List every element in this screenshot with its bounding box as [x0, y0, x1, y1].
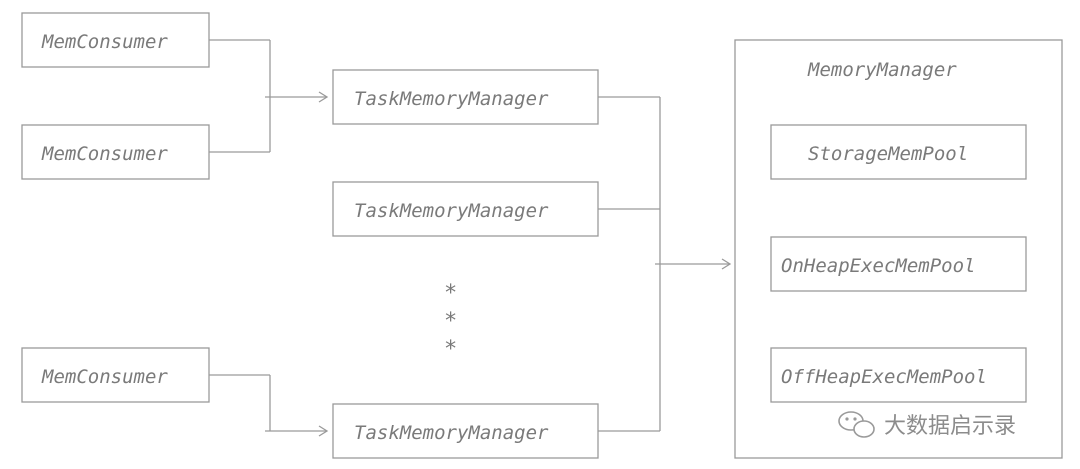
consumer-connectors-top	[209, 39, 329, 153]
task-manager-label-1: TaskMemoryManager	[354, 88, 549, 110]
memory-manager-box: MemoryManager	[734, 39, 1063, 459]
storage-pool-box: StorageMemPool	[770, 124, 1027, 180]
task-manager-box-1: TaskMemoryManager	[332, 69, 599, 125]
consumer-label-1: MemConsumer	[41, 31, 168, 53]
offheap-pool-box: OffHeapExecMemPool	[770, 347, 1027, 403]
task-manager-label-2: TaskMemoryManager	[354, 200, 549, 222]
consumer-box-2: MemConsumer	[21, 124, 210, 180]
consumer-label-2: MemConsumer	[41, 143, 168, 165]
consumer-box-3: MemConsumer	[21, 347, 210, 403]
watermark-text: 大数据启示录	[884, 414, 1016, 439]
task-manager-box-3: TaskMemoryManager	[332, 403, 599, 459]
storage-pool-label: StorageMemPool	[808, 143, 968, 165]
ellipsis-star-1: *	[444, 281, 457, 306]
onheap-pool-label: OnHeapExecMemPool	[781, 255, 975, 277]
consumer-box-1: MemConsumer	[21, 12, 210, 68]
wechat-icon	[838, 411, 875, 438]
offheap-pool-label: OffHeapExecMemPool	[781, 366, 987, 388]
consumer-connectors-bottom	[209, 374, 329, 437]
task-manager-bus	[598, 96, 732, 432]
watermark: 大数据启示录	[838, 411, 1016, 439]
task-manager-box-2: TaskMemoryManager	[332, 181, 599, 237]
consumer-label-3: MemConsumer	[41, 366, 168, 388]
ellipsis-star-2: *	[444, 309, 457, 334]
ellipsis-star-3: *	[444, 337, 457, 362]
memory-manager-title: MemoryManager	[807, 59, 957, 81]
task-manager-label-3: TaskMemoryManager	[354, 422, 549, 444]
onheap-pool-box: OnHeapExecMemPool	[770, 236, 1027, 292]
